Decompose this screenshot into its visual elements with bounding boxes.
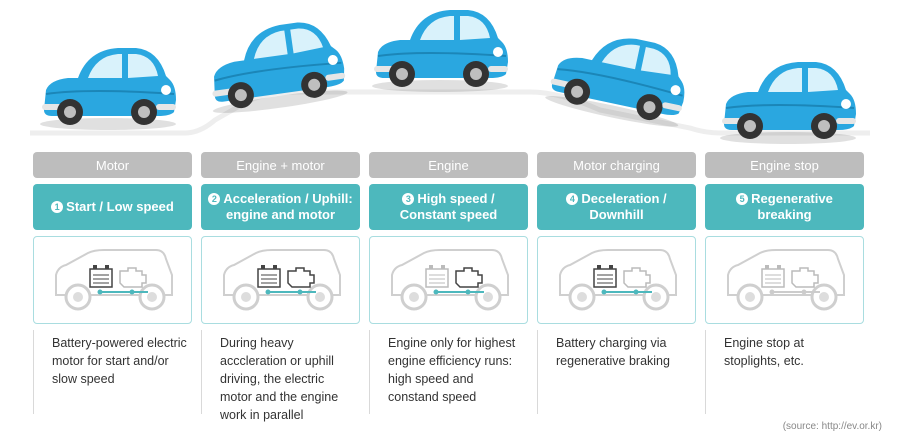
step-number: 2 <box>208 193 221 205</box>
step-number: 4 <box>566 193 579 205</box>
car-3 <box>371 9 509 93</box>
engine-icon <box>286 267 315 288</box>
mode-label: Engine <box>369 152 528 178</box>
engine-icon <box>454 267 483 288</box>
battery-icon <box>592 265 617 288</box>
car-1 <box>39 47 177 131</box>
mode-label: Engine stop <box>705 152 864 178</box>
step-number: 1 <box>51 201 64 213</box>
step-label: Deceleration / Downhill <box>581 191 667 222</box>
mode-label: Engine + motor <box>201 152 360 178</box>
car-outline <box>222 249 341 296</box>
step-label: High speed / Constant speed <box>399 191 498 222</box>
battery-icon <box>760 265 785 288</box>
step-label: Start / Low speed <box>66 199 174 214</box>
source-note: (source: http://ev.or.kr) <box>782 421 882 432</box>
engine-icon <box>790 267 819 288</box>
description: Engine only for highest engine efficienc… <box>369 330 528 414</box>
engine-icon <box>622 267 651 288</box>
mode-label: Motor <box>33 152 192 178</box>
step-number: 5 <box>736 193 749 205</box>
battery-icon <box>88 265 113 288</box>
description: Battery-powered electric motor for start… <box>33 330 192 414</box>
step-label: Acceleration / Uphill: engine and motor <box>223 191 353 222</box>
car-outline <box>390 249 509 296</box>
mode-label: Motor charging <box>537 152 696 178</box>
powertrain-diagram <box>33 236 192 324</box>
powertrain-diagram <box>705 236 864 324</box>
step-label: Regenerative breaking <box>751 191 833 222</box>
road-illustration <box>30 9 870 145</box>
description: Battery charging via regenerative brakin… <box>537 330 696 414</box>
description: Engine stop at stoplights, etc. <box>705 330 864 414</box>
description: During heavy acccleration or uphill driv… <box>201 330 360 422</box>
road-line <box>30 89 870 136</box>
car-outline <box>726 249 845 296</box>
battery-icon <box>424 265 449 288</box>
car-2 <box>201 15 350 119</box>
powertrain-diagram <box>201 236 360 324</box>
car-4 <box>543 21 696 133</box>
powertrain-diagram <box>369 236 528 324</box>
car-outline <box>54 249 173 296</box>
engine-icon <box>118 267 147 288</box>
powertrain-diagram <box>537 236 696 324</box>
battery-icon <box>256 265 281 288</box>
car-outline <box>558 249 677 296</box>
step-number: 3 <box>402 193 415 205</box>
